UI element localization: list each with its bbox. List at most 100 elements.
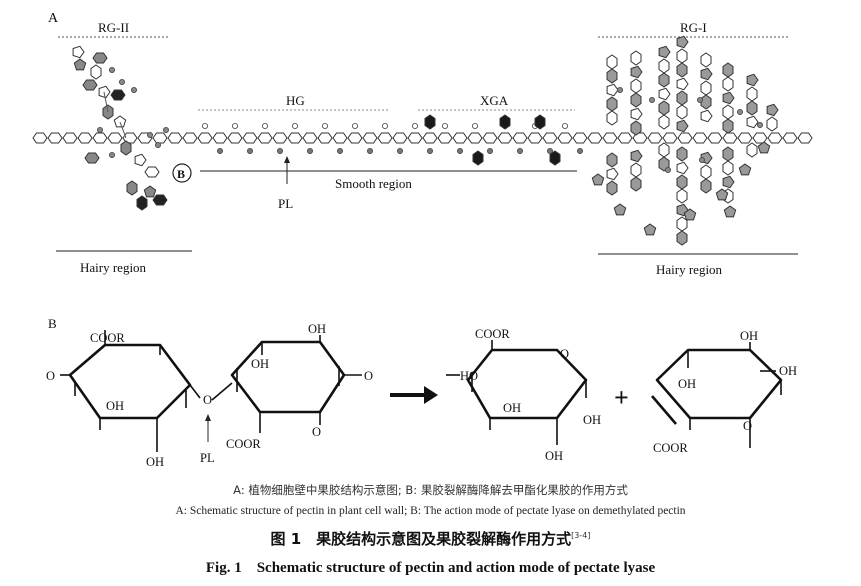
rg2-sugar-unit — [90, 64, 102, 80]
oh-label-3: OH — [308, 322, 326, 336]
xga-label: XGA — [480, 93, 509, 108]
rg2-label: RG-II — [98, 20, 129, 35]
backbone-residue — [782, 132, 798, 144]
hg-label: HG — [286, 93, 305, 108]
rg2-sugar-unit — [84, 152, 100, 164]
rg2-dot — [109, 67, 116, 74]
panel-b-label: B — [48, 316, 57, 331]
ester-dot — [486, 147, 493, 154]
o-left-label: O — [46, 369, 55, 383]
rg1-sugar-unit — [676, 104, 688, 120]
backbone-residue — [707, 132, 723, 144]
title-cn-text: 图 1 果胶结构示意图及果胶裂解酶作用方式 — [270, 530, 572, 548]
ester-dot — [231, 123, 238, 130]
b-marker-circle — [172, 163, 192, 183]
hairy-left-label: Hairy region — [80, 260, 147, 275]
ester-dot — [336, 147, 343, 154]
plus-sign: + — [614, 383, 629, 412]
rg2-sugar-unit — [82, 79, 98, 91]
backbone-residue — [242, 132, 258, 144]
rg1-sugar-unit — [606, 96, 618, 112]
rg2-dot — [109, 151, 116, 158]
backbone-residue — [152, 132, 168, 144]
ester-dot — [321, 123, 328, 130]
ester-dot — [276, 147, 283, 154]
rg2-sugar-unit — [136, 195, 148, 211]
rg1-sugar-unit — [658, 72, 670, 88]
backbone-residue — [557, 132, 573, 144]
rg2-sugar-unit — [72, 45, 85, 59]
backbone-residue — [692, 132, 708, 144]
rg1-sugar-unit — [722, 175, 735, 189]
rg1-sugar-unit — [676, 35, 689, 49]
rg1-sugar-unit — [658, 87, 671, 101]
rg1-sugar-unit — [746, 73, 759, 87]
backbone-residue — [587, 132, 603, 144]
rg1-sugar-unit — [676, 216, 688, 232]
ester-dot — [261, 123, 268, 130]
coor-label-2: COOR — [226, 437, 261, 451]
rg1-sugar-unit — [676, 174, 688, 190]
rg2-sugar-unit — [126, 180, 138, 196]
backbone-residue — [497, 132, 513, 144]
o-ring3-label: O — [560, 347, 569, 361]
rg1-sugar-unit — [658, 114, 670, 130]
rg1-sugar-unit — [722, 104, 734, 120]
caption-chinese: A: 植物细胞壁中果胶结构示意图; B: 果胶裂解酶降解去甲酯化果胶的作用方式 — [233, 483, 628, 497]
ring-4 — [655, 348, 783, 420]
rg1-sugar-unit — [676, 48, 688, 64]
rg1-sugar-unit — [630, 78, 642, 94]
xylose-unit — [534, 114, 546, 130]
pl-label-a: PL — [278, 196, 293, 211]
rg1-arabinose-unit — [643, 223, 657, 236]
backbone-residue — [362, 132, 378, 144]
o-bridge-label: O — [203, 393, 212, 407]
backbone-residue — [542, 132, 558, 144]
ester-dot — [456, 147, 463, 154]
backbone-residue — [437, 132, 453, 144]
oh-label-7: OH — [545, 449, 563, 463]
rg2-sugar-unit — [92, 52, 108, 64]
ester-dot — [411, 123, 418, 130]
rg1-arabinose-unit — [591, 173, 605, 186]
backbone-residue — [332, 132, 348, 144]
ring-1 — [68, 343, 192, 420]
rg1-label: RG-I — [680, 20, 707, 35]
backbone-residue — [602, 132, 618, 144]
rg1-sugar-unit — [630, 65, 643, 79]
rg1-sugar-unit — [658, 142, 670, 158]
rg1-sugar-unit — [606, 180, 618, 196]
oh-label-10: OH — [779, 364, 797, 378]
backbone-residue — [227, 132, 243, 144]
rg1-sugar-unit — [676, 161, 689, 175]
rg2-dot — [97, 127, 104, 134]
backbone-residue — [197, 132, 213, 144]
backbone-residue — [422, 132, 438, 144]
rg2-dot — [119, 79, 126, 86]
backbone-residue — [212, 132, 228, 144]
ester-dot — [246, 147, 253, 154]
rg1-sugar-unit — [746, 86, 758, 102]
xylose-unit — [424, 114, 436, 130]
rg2-dot — [154, 141, 161, 148]
ester-dot — [366, 147, 373, 154]
pectin-backbone — [32, 123, 813, 154]
rg1-sugar-unit — [700, 109, 713, 123]
rg1-sugar-unit — [676, 62, 688, 78]
ester-dot — [547, 147, 554, 154]
rg1-sugar-unit — [630, 120, 642, 136]
rg1-sugar-unit — [606, 54, 618, 70]
rg2-dot — [130, 87, 137, 94]
backbone-residue — [677, 132, 693, 144]
rg2-sugar-unit — [143, 185, 157, 198]
rg2-sugar-unit — [73, 58, 87, 71]
backbone-residue — [182, 132, 198, 144]
rg1-sugar-unit — [676, 90, 688, 106]
ester-dot — [381, 123, 388, 130]
ring-2 — [230, 340, 346, 414]
backbone-residue — [737, 132, 753, 144]
title-cn-reference: [3-4] — [571, 531, 591, 540]
double-bond — [651, 395, 677, 425]
ester-dot — [517, 147, 524, 154]
rg2-sugar-unit — [144, 166, 160, 178]
